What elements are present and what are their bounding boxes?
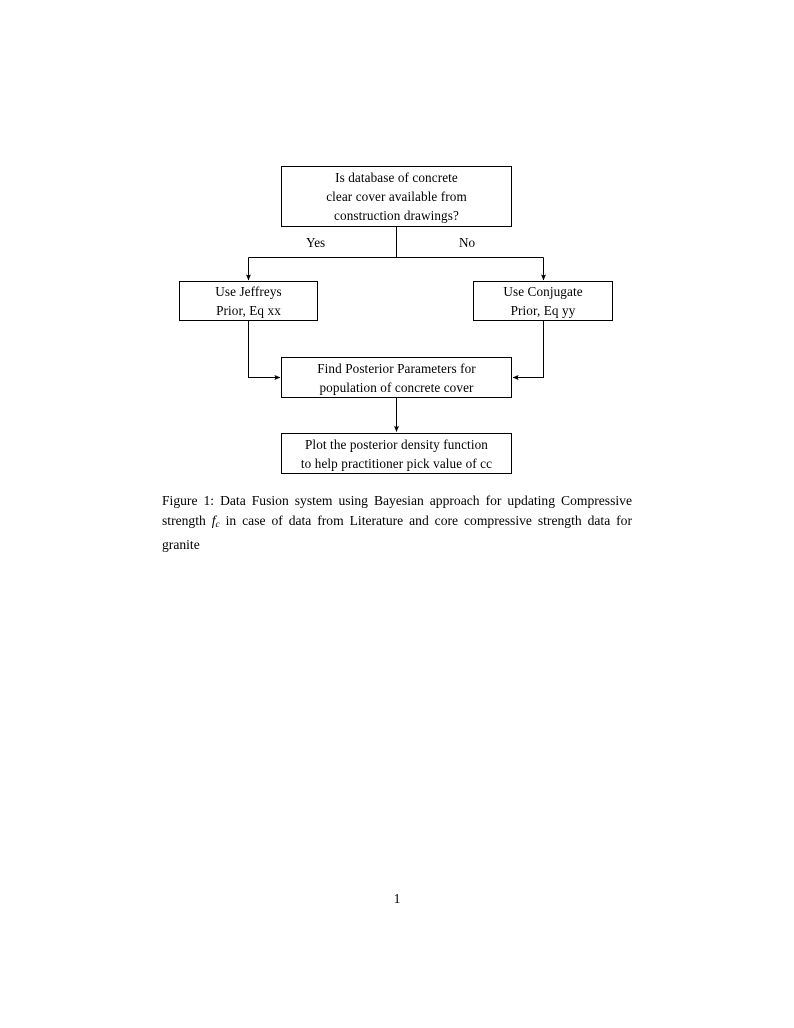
edge-label-yes: Yes [306, 235, 326, 250]
decision-line-2: clear cover available from [326, 189, 467, 204]
posterior-line-2: population of concrete cover [319, 379, 474, 395]
caption-symbol: f [211, 512, 216, 528]
flowchart-node-find-posterior[interactable]: Find Posterior Parameters for population… [281, 357, 512, 398]
flowchart-node-conjugate-prior[interactable]: Use Conjugate Prior, Eq yy [473, 281, 613, 321]
flowchart-node-decision[interactable]: Is database of concrete clear cover avai… [281, 166, 512, 227]
flowchart-node-plot-density[interactable]: Plot the posterior density function to h… [281, 433, 512, 474]
plot-line-1: Plot the posterior density function [305, 436, 488, 452]
plot-line-2: to help practitioner pick value of cc [300, 455, 493, 471]
flowchart-connectors [246, 227, 546, 432]
caption-symbol-subscript: c [215, 519, 220, 530]
figure-flowchart: Is database of concrete clear cover avai… [0, 0, 794, 500]
conjugate-line-1: Use Conjugate [503, 284, 583, 299]
edge-label-no: No [459, 235, 476, 250]
caption-part-2: in case of data from Literature and core… [162, 512, 633, 553]
page-number: 1 [393, 891, 401, 906]
connector-jeffreys-to-posterior [248, 321, 281, 380]
caption-part-1: Data Fusion system using Bayesian approa… [162, 493, 632, 528]
decision-line-3: construction drawings? [334, 208, 459, 223]
flowchart-node-jeffreys-prior[interactable]: Use Jeffreys Prior, Eq xx [179, 281, 318, 321]
conjugate-line-2: Prior, Eq yy [510, 303, 576, 318]
connector-conjugate-to-posterior [512, 321, 544, 380]
posterior-line-1: Find Posterior Parameters for [317, 360, 476, 376]
jeffreys-line-1: Use Jeffreys [215, 284, 282, 299]
figure-caption: Figure 1: Data Fusion system using Bayes… [162, 491, 632, 555]
caption-prefix: Figure 1: [162, 493, 215, 508]
jeffreys-line-2: Prior, Eq xx [216, 303, 281, 318]
decision-line-1: Is database of concrete [335, 170, 458, 185]
